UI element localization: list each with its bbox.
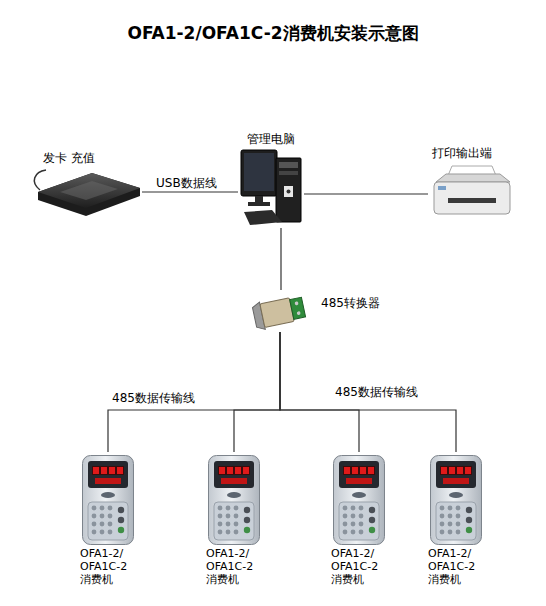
computer-illustration	[241, 150, 301, 225]
connector-line	[280, 228, 281, 290]
diagram-title: OFA1-2/OFA1C-2消费机安装示意图	[0, 22, 546, 45]
terminal-node: OFA1-2/ OFA1C-2 消费机	[201, 452, 267, 586]
node-label: 发卡 充值	[43, 151, 133, 165]
computer-node: 管理电脑	[238, 130, 304, 228]
printer-body	[434, 182, 510, 214]
monitor-stand	[248, 202, 270, 206]
connector-line	[108, 332, 280, 452]
drive-bay	[279, 162, 298, 168]
converter-body	[260, 298, 294, 328]
terminal-illustration	[427, 456, 485, 545]
terminal-screw	[297, 311, 301, 315]
printer-node: 打印输出端	[428, 145, 512, 217]
paper-slot	[448, 198, 496, 203]
printer-top	[436, 174, 510, 182]
node-label: OFA1-2/ OFA1C-2 消费机	[428, 547, 488, 586]
connector-line	[304, 193, 428, 194]
terminal-node: OFA1-2/ OFA1C-2 消费机	[75, 452, 141, 586]
monitor-frame	[241, 150, 277, 196]
node-label: OFA1-2/ OFA1C-2 消费机	[80, 547, 140, 586]
card-reader-node: 发卡 充值	[30, 148, 142, 220]
node-label: OFA1-2/ OFA1C-2 消费机	[206, 547, 266, 586]
reader-top	[38, 173, 140, 208]
front-panel	[284, 186, 293, 197]
reader-cable	[34, 170, 46, 190]
card-reader-illustration	[34, 170, 140, 216]
terminal-illustration	[79, 456, 137, 545]
terminal-illustration	[205, 456, 263, 545]
connector-line	[234, 332, 280, 452]
terminal-block	[290, 297, 306, 319]
connector-label: 485数据传输线	[112, 391, 195, 405]
terminal-node: OFA1-2/ OFA1C-2 消费机	[423, 452, 489, 586]
terminal-illustration	[330, 456, 388, 545]
node-label: OFA1-2/ OFA1C-2 消费机	[331, 547, 391, 586]
printer-button	[438, 186, 446, 190]
terminal-node: OFA1-2/ OFA1C-2 消费机	[326, 452, 392, 586]
node-label: 打印输出端	[432, 146, 512, 160]
power-button	[287, 190, 291, 194]
printer-illustration	[434, 166, 510, 214]
connector-label: USB数据线	[156, 176, 217, 190]
drive-bay	[279, 171, 298, 175]
connector-line	[280, 332, 456, 452]
converter-illustration	[252, 293, 307, 331]
pc-tower	[276, 158, 301, 222]
connector-label: 485数据传输线	[335, 385, 418, 399]
reader-base	[38, 173, 140, 216]
node-label: 485转换器	[321, 296, 411, 310]
converter-node: 485转换器	[249, 290, 311, 332]
keyboard	[244, 210, 282, 225]
monitor-screen	[244, 153, 274, 191]
terminal-screw	[294, 301, 298, 305]
monitor-neck	[255, 196, 263, 202]
connector-line	[142, 191, 238, 192]
node-label: 管理电脑	[238, 132, 304, 146]
reader-pad	[60, 181, 118, 200]
